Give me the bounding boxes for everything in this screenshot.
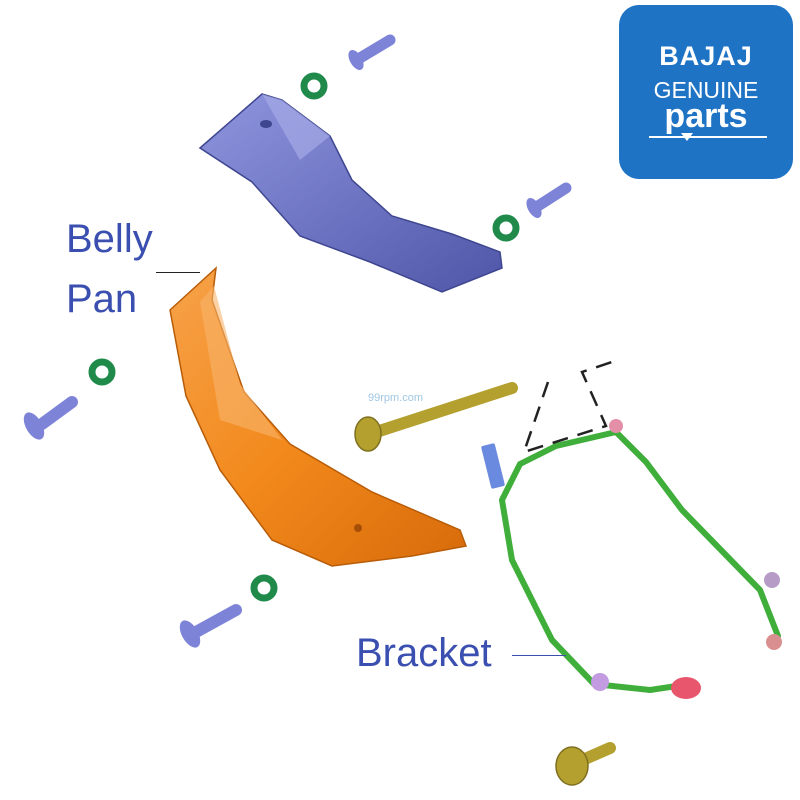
bracket-label: Bracket [356, 631, 492, 675]
belly-pan-label-line1: Belly [66, 217, 153, 261]
washer-right [492, 214, 520, 242]
logo-genuine: GENUINE [653, 77, 759, 103]
short-bolt-bottom [555, 742, 616, 786]
belly-pan-label-line2: Pan [66, 277, 138, 321]
washer-bottom [250, 574, 278, 602]
dashed-mount-indicator [522, 360, 613, 454]
washer-top [300, 72, 328, 100]
washer-left [88, 358, 116, 386]
logo-brand: BAJAJ [659, 41, 753, 71]
upper-panel [198, 93, 503, 293]
logo-underline [649, 136, 767, 138]
belly-pan [169, 266, 468, 567]
blue-bolt-left [23, 396, 78, 440]
bracket-frame [481, 419, 782, 699]
watermark-text: 99rpm.com [368, 392, 424, 404]
logo-parts: parts [664, 97, 748, 135]
bajaj-genuine-parts-logo: BAJAJ GENUINE parts [619, 5, 793, 179]
blue-bolt-right [526, 182, 572, 218]
logo-tick-icon [681, 133, 693, 141]
bracket-leader-line [512, 655, 566, 656]
long-bolt [354, 382, 518, 452]
belly-pan-leader-line [156, 272, 200, 273]
blue-bolt-top [348, 34, 396, 70]
blue-bolt-bottom [179, 604, 242, 648]
